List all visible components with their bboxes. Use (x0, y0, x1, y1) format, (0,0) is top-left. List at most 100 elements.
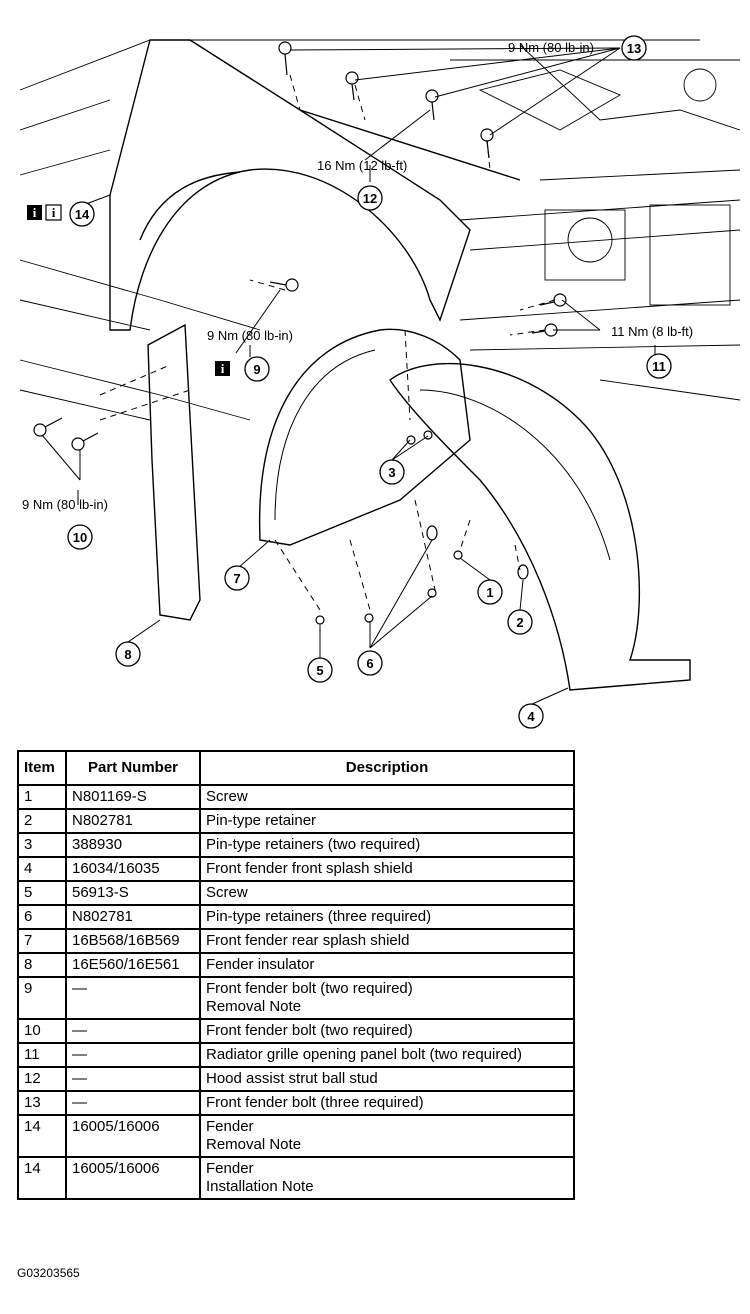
desc-line: Front fender bolt (two required) (206, 1022, 413, 1039)
cell-part: N802781 (65, 808, 201, 834)
cell-desc: Radiator grille opening panel bolt (two … (199, 1042, 575, 1068)
cell-desc: Pin-type retainers (two required) (199, 832, 575, 858)
cell-part: — (65, 1090, 201, 1116)
body-structure (19, 39, 741, 421)
torque-label-10: 9 Nm (80 lb-in) (22, 497, 108, 512)
cell-desc: Fender insulator (199, 952, 575, 978)
table-row: 14 16005/16006 Fender Installation Note (17, 1156, 575, 1200)
rear-splash-shield (258, 328, 471, 546)
desc-line: Front fender front splash shield (206, 860, 413, 877)
cell-desc: Pin-type retainer (199, 808, 575, 834)
desc-line: Pin-type retainers (three required) (206, 908, 432, 925)
torque-label-11: 11 Nm (8 lb-ft) (611, 324, 693, 339)
info-icon-1: i (33, 205, 37, 220)
cell-part: 16034/16035 (65, 856, 201, 882)
cell-item: 4 (17, 856, 67, 882)
cell-desc: Front fender bolt (three required) (199, 1090, 575, 1116)
cell-item: 8 (17, 952, 67, 978)
callout-14: 14 (75, 207, 90, 222)
table-row: 3 388930 Pin-type retainers (two require… (17, 832, 575, 858)
removal-note-link[interactable]: Removal Note (206, 1136, 302, 1153)
cell-item: 7 (17, 928, 67, 954)
info-icons: i i i (27, 204, 230, 376)
fasteners (33, 41, 567, 625)
cell-desc: Pin-type retainers (three required) (199, 904, 575, 930)
cell-part: — (65, 1066, 201, 1092)
installation-note-link[interactable]: Installation Note (206, 1178, 314, 1195)
torque-label-12: 16 Nm (12 lb-ft) (317, 158, 407, 173)
cell-item: 13 (17, 1090, 67, 1116)
cell-desc: Front fender bolt (two required) (199, 1018, 575, 1044)
cell-item: 14 (17, 1156, 67, 1200)
desc-line: Screw (206, 884, 248, 901)
cell-item: 10 (17, 1018, 67, 1044)
header-part-number: Part Number (65, 750, 201, 786)
callout-3: 3 (388, 465, 395, 480)
callout-9: 9 (253, 362, 260, 377)
table-row: 1 N801169-S Screw (17, 784, 575, 810)
desc-line: Radiator grille opening panel bolt (two … (206, 1046, 523, 1063)
cell-item: 3 (17, 832, 67, 858)
header-description: Description (199, 750, 575, 786)
cell-part: 16B568/16B569 (65, 928, 201, 954)
callout-7: 7 (233, 571, 240, 586)
table-row: 10 — Front fender bolt (two required) (17, 1018, 575, 1044)
table-row: 8 16E560/16E561 Fender insulator (17, 952, 575, 978)
callout-5: 5 (316, 663, 323, 678)
table-row: 4 16034/16035 Front fender front splash … (17, 856, 575, 882)
table-row: 9 — Front fender bolt (two required) Rem… (17, 976, 575, 1020)
table-row: 5 56913-S Screw (17, 880, 575, 906)
table-row: 2 N802781 Pin-type retainer (17, 808, 575, 834)
callout-4: 4 (527, 709, 535, 724)
cell-part: 56913-S (65, 880, 201, 906)
info-icon-2: i (52, 205, 56, 220)
cell-desc: Front fender bolt (two required) Removal… (199, 976, 575, 1020)
info-icon-3: i (221, 361, 225, 376)
cell-part: 16005/16006 (65, 1114, 201, 1158)
desc-line: Hood assist strut ball stud (206, 1070, 378, 1087)
callout-13: 13 (627, 41, 641, 56)
header-item: Item (17, 750, 67, 786)
table-row: 11 — Radiator grille opening panel bolt … (17, 1042, 575, 1068)
cell-part: — (65, 1018, 201, 1044)
cell-part: — (65, 976, 201, 1020)
cell-item: 2 (17, 808, 67, 834)
cell-desc: Front fender front splash shield (199, 856, 575, 882)
fender-insulator (147, 323, 201, 621)
desc-line: Front fender bolt (two required) (206, 980, 413, 997)
cell-desc: Screw (199, 784, 575, 810)
torque-label-9: 9 Nm (80 lb-in) (207, 328, 293, 343)
table-row: 14 16005/16006 Fender Removal Note (17, 1114, 575, 1158)
callout-11: 11 (652, 359, 666, 374)
cell-part: 16E560/16E561 (65, 952, 201, 978)
torque-label-13: 9 Nm (80 lb-in) (508, 40, 594, 55)
cell-desc: Front fender rear splash shield (199, 928, 575, 954)
parts-table: Item Part Number Description 1 N801169-S… (17, 750, 575, 1200)
callout-8: 8 (124, 647, 131, 662)
cell-part: N802781 (65, 904, 201, 930)
callout-6: 6 (366, 656, 373, 671)
cell-part: 388930 (65, 832, 201, 858)
cell-desc: Screw (199, 880, 575, 906)
cell-item: 1 (17, 784, 67, 810)
exploded-diagram: i i i 9 Nm (80 lb-in) 16 Nm (12 lb-ft) 9… (19, 35, 741, 729)
desc-line: Fender (206, 1160, 254, 1177)
cell-part: — (65, 1042, 201, 1068)
desc-line: Fender insulator (206, 956, 315, 973)
cell-item: 11 (17, 1042, 67, 1068)
cell-desc: Hood assist strut ball stud (199, 1066, 575, 1092)
desc-line: Front fender bolt (three required) (206, 1094, 424, 1111)
desc-line: Fender (206, 1118, 254, 1135)
cell-desc: Fender Installation Note (199, 1156, 575, 1200)
cell-part: N801169-S (65, 784, 201, 810)
cell-item: 9 (17, 976, 67, 1020)
desc-line: Pin-type retainers (two required) (206, 836, 421, 853)
callout-10: 10 (73, 530, 87, 545)
desc-line: Front fender rear splash shield (206, 932, 410, 949)
removal-note-link[interactable]: Removal Note (206, 998, 302, 1015)
cell-part: 16005/16006 (65, 1156, 201, 1200)
table-row: 6 N802781 Pin-type retainers (three requ… (17, 904, 575, 930)
desc-line: Screw (206, 788, 248, 805)
cell-item: 6 (17, 904, 67, 930)
callout-1: 1 (486, 585, 493, 600)
